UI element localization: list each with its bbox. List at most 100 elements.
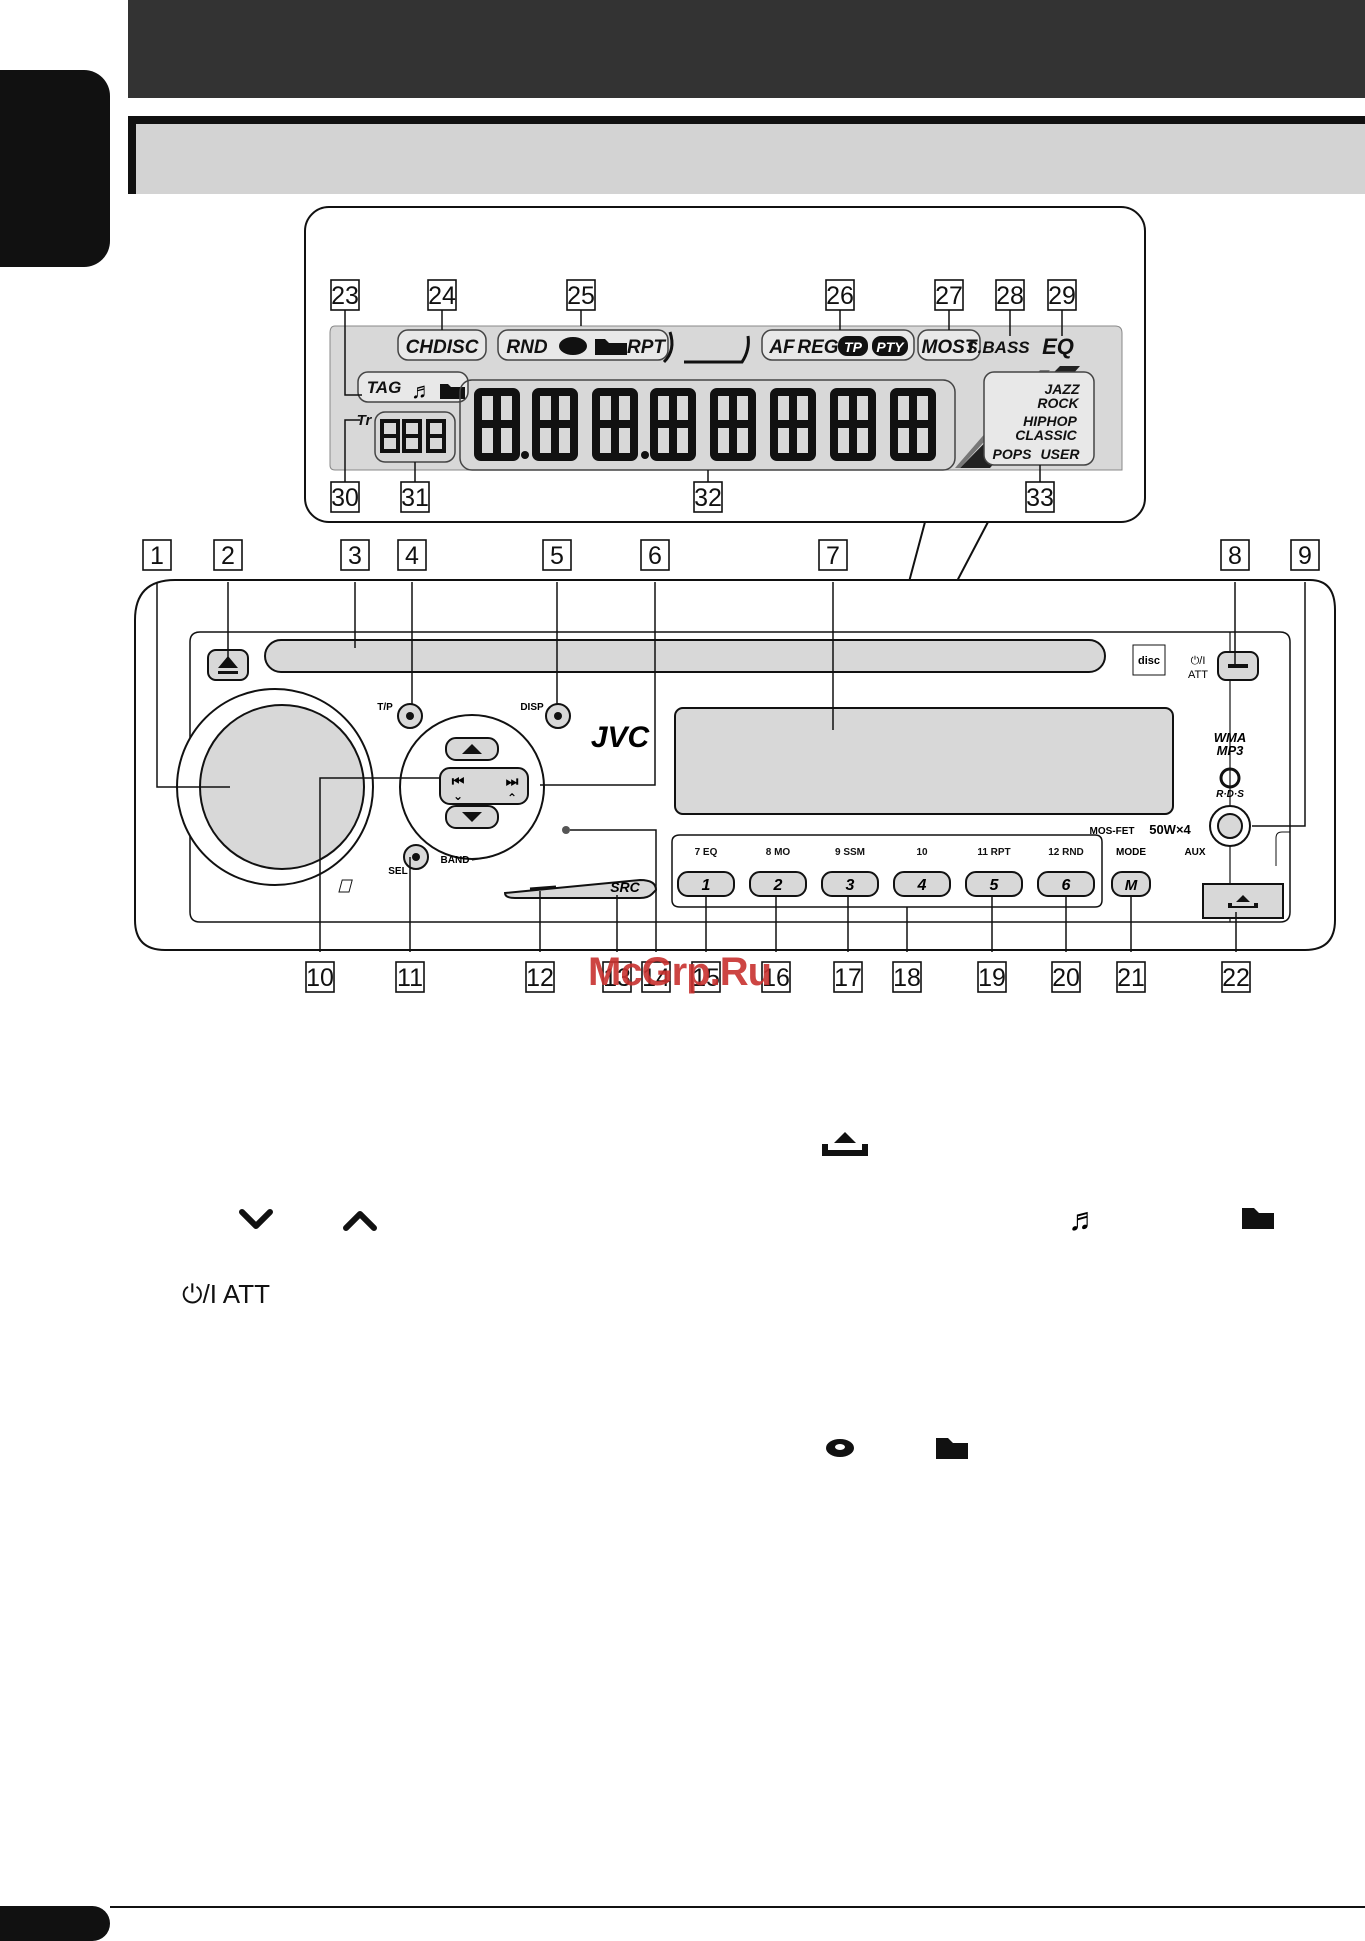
svg-text:6: 6: [1062, 877, 1071, 894]
lcd-tp: TP: [844, 339, 863, 355]
lcd-pops: POPS: [993, 446, 1033, 462]
svg-text:29: 29: [1048, 282, 1076, 310]
folder-icon: [595, 339, 627, 355]
page-number-pill: [0, 1906, 110, 1941]
power-att-label-1: ⏻/I: [1191, 655, 1206, 667]
svg-text:32: 32: [694, 484, 722, 512]
wma-logo: WMA: [1214, 730, 1247, 745]
folder-down-icon: ⌄: [453, 789, 463, 803]
src-button[interactable]: [503, 878, 658, 899]
compact-disc-logo: [1132, 644, 1166, 676]
svg-text:20: 20: [1052, 964, 1080, 992]
lcd-af: AF: [768, 337, 796, 358]
svg-text:4: 4: [917, 877, 927, 894]
preset-button-3[interactable]: [821, 871, 879, 897]
eject-icon: [218, 656, 238, 674]
disc-slot: [264, 639, 1106, 673]
detach-legend-icon: [822, 1132, 868, 1156]
svg-text:9: 9: [1298, 542, 1312, 570]
svg-text:6: 6: [648, 542, 662, 570]
remote-sensor: [562, 826, 570, 834]
folder-legend-icon: [1242, 1208, 1274, 1229]
mode-label: MODE: [1116, 847, 1146, 858]
svg-text:13: 13: [603, 964, 631, 992]
lcd-tag: TAG: [367, 378, 402, 397]
skip-pad: [439, 767, 529, 805]
svg-text:26: 26: [826, 282, 854, 310]
detach-icon: [1228, 895, 1258, 908]
power-att-label-2: ATT: [1188, 669, 1208, 681]
brand-logo: JVC: [591, 721, 651, 754]
svg-text:8 MO: 8 MO: [766, 847, 791, 858]
watermark: McGrp.Ru: [588, 950, 772, 994]
unit-display-window: [674, 707, 1174, 815]
preset-button-2[interactable]: [749, 871, 807, 897]
disc-icon: [559, 337, 587, 355]
svg-text:2: 2: [773, 877, 783, 894]
svg-text:21: 21: [1117, 964, 1145, 992]
lcd-classic: CLASSIC: [1015, 427, 1077, 443]
track-segment-digits: [380, 419, 446, 453]
svg-text:12 RND: 12 RND: [1048, 847, 1084, 858]
folder-icon-tag: [440, 384, 465, 399]
folder-up-icon: ⌃: [507, 791, 517, 805]
lcd-reg: REG: [797, 337, 838, 358]
lcd-sbass: S.BASS: [966, 338, 1030, 357]
svg-text:1: 1: [702, 877, 711, 894]
down-arrow-icon: [462, 812, 482, 822]
band-label: BAND: [441, 855, 470, 866]
svg-text:M: M: [1125, 877, 1138, 894]
svg-text:27: 27: [935, 282, 963, 310]
power-rating-label: 50W×4: [1149, 822, 1191, 837]
svg-text:22: 22: [1222, 964, 1250, 992]
svg-text:7: 7: [826, 542, 840, 570]
svg-text:10: 10: [916, 847, 928, 858]
lcd-callouts: 23 24 25 26 27 28 29 30 31 32 33: [330, 279, 1077, 513]
svg-text:16: 16: [762, 964, 790, 992]
svg-text:14: 14: [642, 964, 670, 992]
lcd-rpt: RPT: [627, 337, 666, 358]
svg-text:2: 2: [221, 542, 235, 570]
folder-legend-icon-2: [936, 1438, 968, 1459]
svg-text:7 EQ: 7 EQ: [695, 847, 718, 858]
svg-text:28: 28: [996, 282, 1024, 310]
svg-text:25: 25: [567, 282, 595, 310]
preset-top-labels: 7 EQ 8 MO 9 SSM 10 11 RPT 12 RND: [695, 847, 1084, 858]
svg-text:1: 1: [150, 542, 164, 570]
unit-callouts-bottom: 10 11 12 13 14 15 16 17 18 19 20 21 22: [305, 961, 1251, 993]
aux-label: AUX: [1184, 847, 1205, 858]
svg-text:5: 5: [550, 542, 564, 570]
power-att-legend: ⏻/I ATT: [182, 1279, 270, 1309]
preset-button-5[interactable]: [965, 871, 1023, 897]
svg-text:15: 15: [692, 964, 720, 992]
src-label: SRC: [610, 879, 640, 895]
skip-back-icon[interactable]: ⏮: [452, 773, 465, 789]
svg-text:4: 4: [405, 542, 419, 570]
svg-text:10: 10: [306, 964, 334, 992]
lcd-hiphop: HIPHOP: [1023, 413, 1077, 429]
svg-text:8: 8: [1228, 542, 1242, 570]
lcd-user: USER: [1041, 446, 1081, 462]
music-note-legend-icon: ♬: [1068, 1201, 1100, 1237]
preset-panel: [671, 834, 1103, 908]
svg-text:3: 3: [348, 542, 362, 570]
lcd-jazz: JAZZ: [1045, 381, 1080, 397]
main-segment-digits: [474, 388, 936, 461]
svg-text:33: 33: [1026, 484, 1054, 512]
preset-button-4[interactable]: [893, 871, 951, 897]
svg-text:5: 5: [990, 877, 1000, 894]
lcd-screen: [329, 325, 1123, 471]
up-arrow-icon: [462, 744, 482, 754]
chevron-down-icon: [239, 1209, 273, 1229]
mosfet-label: MOS-FET: [1090, 826, 1135, 837]
svg-text:11: 11: [397, 964, 423, 992]
lcd-tr: Tr: [357, 412, 373, 429]
svg-text:23: 23: [331, 282, 359, 310]
sel-label: SEL: [388, 866, 407, 877]
svg-text:3: 3: [846, 877, 855, 894]
skip-forward-icon[interactable]: ⏭: [506, 773, 519, 789]
svg-text:18: 18: [893, 964, 921, 992]
unit-callouts-top: 1 2 3 4 5 6 7 8 9: [142, 539, 1320, 571]
svg-text:24: 24: [428, 282, 456, 310]
